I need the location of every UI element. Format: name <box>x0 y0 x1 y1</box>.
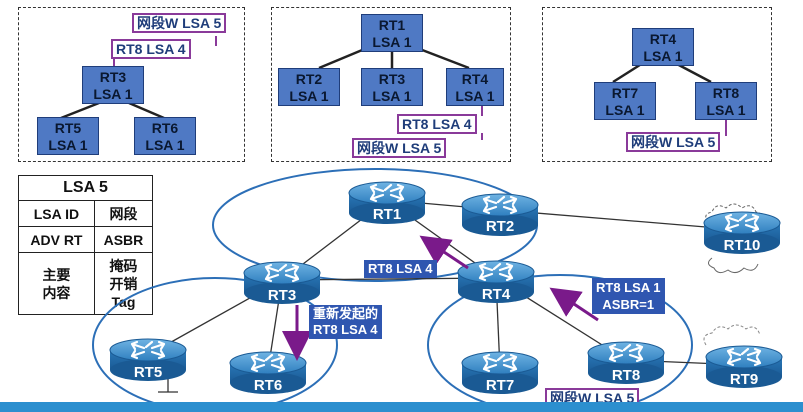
router-rt6: RT6 <box>228 350 308 396</box>
router-rt2: RT2 <box>460 192 540 238</box>
box-router-name: RT4 <box>649 31 677 47</box>
panel3-rt8-box: RT8 LSA 1 <box>695 82 757 120</box>
panel1-rt5-box: RT5 LSA 1 <box>37 117 99 155</box>
router-rt4: RT4 <box>456 259 536 305</box>
router-rt6-label: RT6 <box>254 377 282 394</box>
router-rt9-label: RT9 <box>730 371 758 388</box>
panel3-rt7-box: RT7 LSA 1 <box>594 82 656 120</box>
asbr-line: ASBR=1 <box>602 297 655 312</box>
box-router-name: RT2 <box>295 71 323 87</box>
box-lsa: LSA 1 <box>605 102 645 118</box>
box-router-name: RT5 <box>54 120 82 136</box>
arrow-rt8-to-rt4 <box>549 287 599 322</box>
external-cloud-rt10 <box>705 203 763 223</box>
box-router-name: RT3 <box>378 71 406 87</box>
content-key: 主要 内容 <box>18 252 95 315</box>
box-lsa: LSA 1 <box>706 102 746 118</box>
box-router-name: RT8 <box>712 85 740 101</box>
lsa-id-key: LSA ID <box>18 200 95 227</box>
box-lsa: LSA 1 <box>145 137 185 153</box>
box-lsa: LSA 1 <box>643 48 683 64</box>
router-rt7: RT7 <box>460 350 540 396</box>
lsdb-panel-area1: 网段W LSA 5 RT8 LSA 4 RT3 LSA 1 RT5 LSA 1 … <box>18 7 245 162</box>
panel3-rt4-box: RT4 LSA 1 <box>632 28 694 66</box>
rt8-lsa1-asbr-label: RT8 LSA 1 ASBR=1 <box>592 278 665 314</box>
content-value-line: 开销 <box>109 275 138 292</box>
lsa5-table-title: LSA 5 <box>18 175 153 201</box>
router-rt4-label: RT4 <box>482 286 511 303</box>
asbr-line: RT8 LSA 1 <box>596 280 661 295</box>
external-cloud-rt9 <box>703 324 761 346</box>
router-rt3-label: RT3 <box>268 287 296 304</box>
box-router-name: RT3 <box>99 69 127 85</box>
panel2-tree-lines <box>318 46 483 140</box>
area1-boundary <box>92 277 338 412</box>
box-router-name: RT4 <box>461 71 489 87</box>
router-rt3: RT3 <box>242 260 322 306</box>
box-lsa: LSA 1 <box>93 86 133 102</box>
router-rt7-label: RT7 <box>486 377 514 394</box>
rt8-lsa4-area0-label: RT8 LSA 4 <box>364 260 437 278</box>
router-rt5: RT5 <box>108 337 188 383</box>
box-lsa: LSA 1 <box>372 88 412 104</box>
panel2-rt8-label: RT8 LSA 4 <box>397 114 477 134</box>
panel2-net-w-label: 网段W LSA 5 <box>352 138 447 158</box>
arrow-rt4-to-rt1 <box>419 235 469 270</box>
router-rt1: RT1 <box>347 180 427 226</box>
box-lsa: LSA 1 <box>289 88 329 104</box>
panel3-tree-lines <box>612 61 727 136</box>
router-rt10: RT10 <box>702 210 782 256</box>
panel2-rt4-box: RT4 LSA 1 <box>446 68 504 106</box>
box-router-name: RT7 <box>611 85 639 101</box>
router-rt10-label: RT10 <box>724 237 761 254</box>
router-rt8: RT8 <box>586 340 666 386</box>
panel3-net-w-label: 网段W LSA 5 <box>626 132 721 152</box>
router-rt9: RT9 <box>704 344 784 390</box>
link-rt2-rt10 <box>499 209 743 231</box>
box-lsa: LSA 1 <box>455 88 495 104</box>
panel1-net-w-label: 网段W LSA 5 <box>132 13 227 33</box>
box-lsa: LSA 1 <box>48 137 88 153</box>
regenerated-lsa4-label: 重新发起的 RT8 LSA 4 <box>309 305 383 339</box>
router-rt8-label: RT8 <box>612 367 640 384</box>
lsdb-panel-area2: RT4 LSA 1 RT7 LSA 1 RT8 LSA 1 网段W LSA 5 <box>542 7 772 162</box>
box-lsa: LSA 1 <box>372 34 412 50</box>
regenerated-line: 重新发起的 <box>313 306 379 321</box>
lsdb-panel-area0: RT1 LSA 1 RT2 LSA 1 RT3 LSA 1 RT4 LSA 1 … <box>271 7 511 162</box>
panel2-rt1-box: RT1 LSA 1 <box>361 14 423 52</box>
box-router-name: RT1 <box>378 17 406 33</box>
panel2-rt2-box: RT2 LSA 1 <box>278 68 340 106</box>
regenerated-line: RT8 LSA 4 <box>313 322 378 337</box>
content-value-line: 掩码 <box>109 257 138 274</box>
panel2-rt3-box: RT3 LSA 1 <box>361 68 423 106</box>
router-rt1-label: RT1 <box>373 206 401 223</box>
bottom-bar <box>0 402 803 412</box>
panel1-rt3-box: RT3 LSA 1 <box>82 66 144 104</box>
panel1-rt6-box: RT6 LSA 1 <box>134 117 196 155</box>
content-key-line: 主要 <box>42 266 71 283</box>
lsa5-table: LSA 5 LSA ID 网段 ADV RT ASBR 主要 内容 掩码 开销 … <box>18 175 154 315</box>
external-cloud-rt10-bottom <box>708 257 759 274</box>
router-rt2-label: RT2 <box>486 218 514 235</box>
content-key-line: 内容 <box>42 284 71 301</box>
router-rt5-label: RT5 <box>134 364 162 381</box>
box-router-name: RT6 <box>151 120 179 136</box>
panel1-rt8-label: RT8 LSA 4 <box>111 39 191 59</box>
area2-boundary <box>427 274 693 412</box>
